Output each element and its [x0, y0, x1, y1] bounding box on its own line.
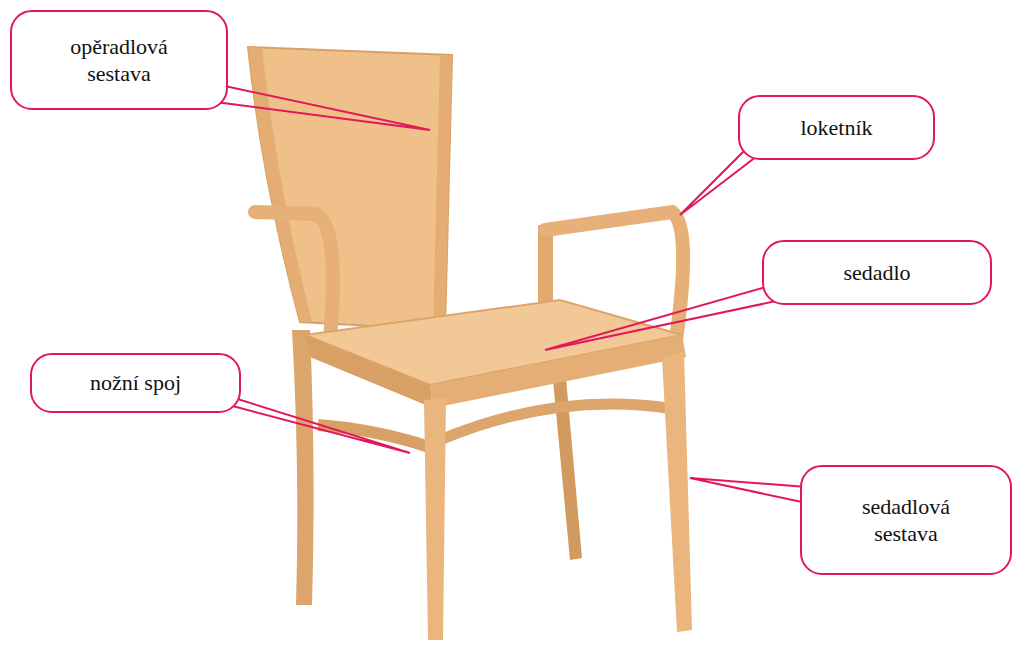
- armrest: [255, 212, 333, 340]
- back-post: [433, 55, 452, 330]
- front-leg: [662, 352, 692, 632]
- back-panel: [248, 47, 452, 330]
- stretcher: [440, 404, 668, 440]
- callout-box: sedadlo: [762, 240, 992, 305]
- callout-box: opěradlová sestava: [10, 10, 228, 110]
- leader-line: [545, 280, 800, 350]
- leader-lines: [200, 85, 830, 508]
- callout-box: sedadlová sestava: [800, 465, 1012, 575]
- callout-label: nožní spoj: [90, 369, 181, 397]
- callout-label: sedadlo: [843, 259, 910, 287]
- callout-label: sedadlová sestava: [841, 493, 971, 548]
- leader-line: [200, 85, 430, 130]
- callout-box: loketník: [738, 95, 935, 160]
- seat-edge: [305, 335, 433, 408]
- callout-label: loketník: [800, 114, 872, 142]
- back-post: [248, 47, 312, 322]
- front-leg: [424, 398, 446, 640]
- rear-leg: [292, 330, 314, 605]
- callout-label: opěradlová sestava: [54, 33, 184, 88]
- callout-box: nožní spoj: [30, 353, 241, 413]
- leader-line: [215, 392, 410, 453]
